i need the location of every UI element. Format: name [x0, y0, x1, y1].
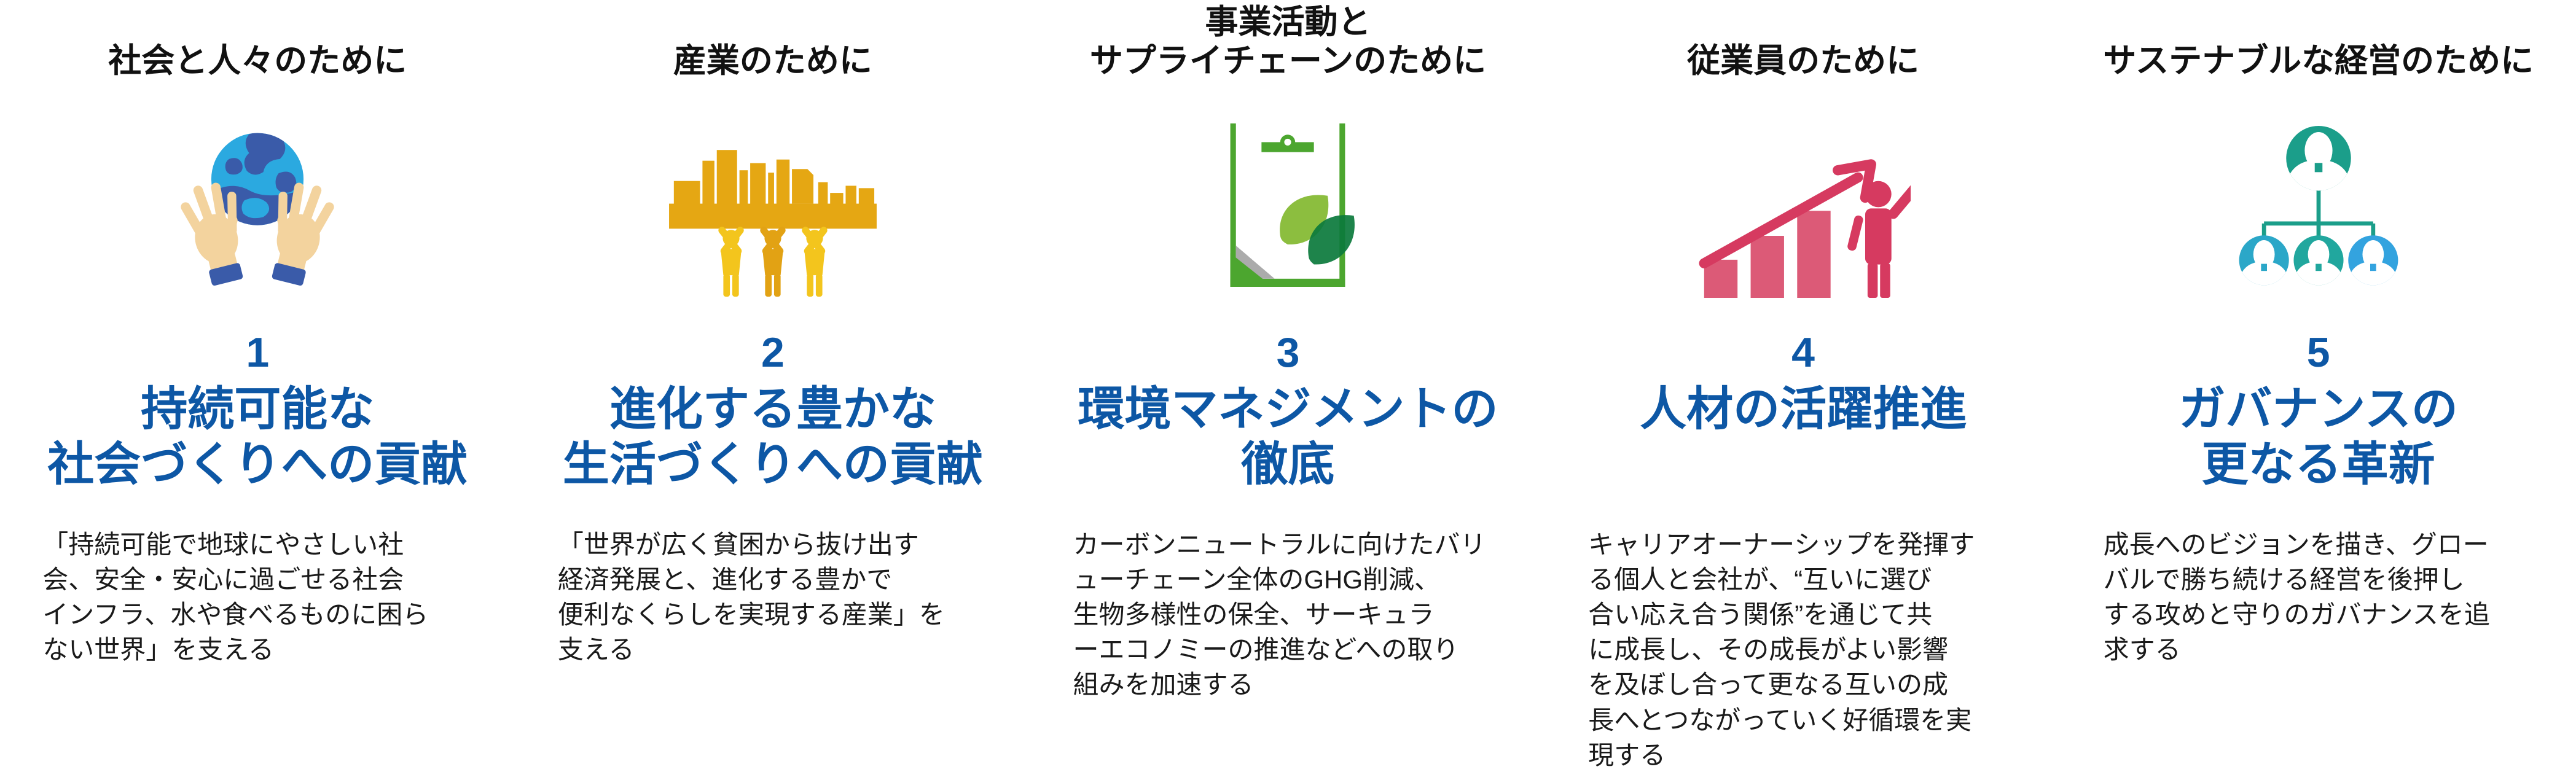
person	[1847, 179, 1911, 298]
pillar-number: 4	[1791, 329, 1815, 376]
growth-chart-person-icon	[1699, 158, 1911, 298]
member-person-left	[2239, 235, 2288, 286]
cheering-person-left	[716, 225, 745, 297]
pillar-title: ガバナンスの 更なる革新	[2179, 383, 2458, 491]
city-skyline	[668, 149, 877, 228]
pillar-number: 2	[761, 329, 785, 376]
leader-person	[2286, 126, 2351, 192]
member-person-right	[2348, 235, 2398, 286]
pillar-description: キャリアオーナーシップを発揮す る個人と会社が、“互いに選び 合い応え合う関係”…	[1588, 530, 1975, 770]
pillar-column-3: 事業活動と サプライチェーンのために 3 環境マネジメントの 徹底 カーボンニュ…	[1030, 0, 1546, 780]
pillar-column-5: サステナブルな経営のために	[2061, 0, 2576, 780]
cheering-person-middle	[758, 225, 787, 297]
right-hand	[272, 182, 334, 286]
pillar-title: 進化する豊かな 生活づくりへの貢献	[562, 383, 983, 491]
pillar-description: カーボンニュートラルに向けたバリ ューチェーン全体のGHG削減、 生物多様性の保…	[1073, 530, 1486, 700]
pillar-title: 人材の活躍推進	[1640, 383, 1967, 435]
pillar-number: 5	[2306, 329, 2330, 376]
pillar-description: 「世界が広く貧困から抜け出す 経済発展と、進化する豊かで 便利なくらしを実現する…	[557, 530, 945, 665]
org-chart-icon	[2230, 119, 2408, 291]
connector-lines	[2261, 188, 2375, 241]
pillar-audience-label: 社会と人々のために	[108, 42, 407, 80]
pillar-number: 3	[1276, 329, 1300, 376]
hands-holding-globe-icon	[181, 133, 334, 286]
pillar-audience-label: 事業活動と サプライチェーンのために	[1089, 3, 1487, 80]
left-hand	[181, 182, 243, 286]
cheering-person-right	[800, 225, 829, 297]
leaf-dark	[1308, 215, 1355, 265]
pillar-audience-label: 従業員のために	[1687, 42, 1920, 80]
pillar-title: 持続可能な 社会づくりへの貢献	[47, 383, 468, 491]
bar-chart	[1704, 210, 1831, 298]
globe	[211, 133, 304, 225]
clipboard-leaves-icon	[1231, 123, 1355, 287]
pillar-title: 環境マネジメントの 徹底	[1078, 383, 1498, 491]
pillar-column-4: 従業員のために	[1546, 0, 2061, 780]
pillar-description: 成長へのビジョンを描き、グロー バルで勝ち続ける経営を後押し する攻めと守りのガ…	[2103, 530, 2490, 665]
pillar-column-2: 産業のために	[515, 0, 1031, 780]
pillar-audience-label: 産業のために	[673, 42, 872, 80]
pillar-description: 「持続可能で地球にやさしい社 会、安全・安心に過ごせる社会 インフラ、水や食べる…	[42, 530, 429, 665]
member-person-middle	[2293, 235, 2343, 286]
rising-arrow	[1699, 158, 1877, 268]
pillar-column-1: 社会と人々のために	[0, 0, 515, 780]
city-skyline-people-icon	[668, 149, 877, 297]
pillar-audience-label: サステナブルな経営のために	[2103, 42, 2534, 80]
pillar-number: 1	[246, 329, 270, 376]
